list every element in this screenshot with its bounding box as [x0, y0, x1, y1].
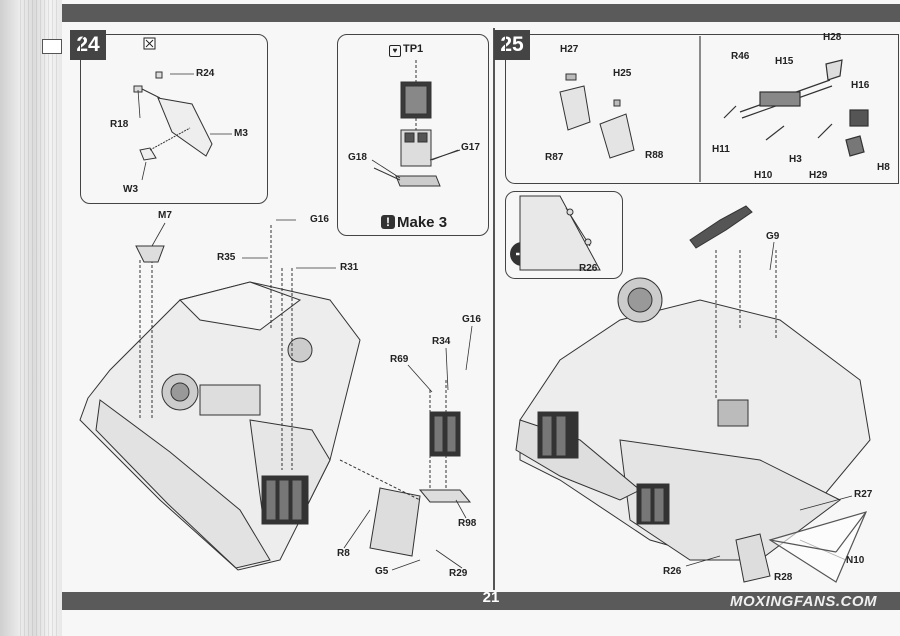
part-label: H27 — [560, 44, 579, 55]
step-divider — [493, 28, 495, 590]
part-label: M7 — [158, 210, 172, 221]
part-label: G16 — [462, 314, 481, 325]
page-number: 21 — [482, 589, 500, 606]
top-bar — [62, 4, 900, 22]
part-label: G9 — [766, 231, 780, 242]
watermark-logo — [768, 511, 868, 583]
part-label: R98 — [458, 518, 477, 529]
part-label: H28 — [823, 32, 842, 43]
part-h15-weapon — [723, 59, 869, 157]
step24-inset-box — [80, 34, 268, 204]
part-label: R27 — [854, 489, 873, 500]
part-label: R31 — [340, 262, 359, 273]
part-label: H16 — [851, 80, 870, 91]
zoom-detail — [519, 195, 601, 271]
part-label: R28 — [774, 572, 793, 583]
part-m3-plate — [133, 71, 213, 161]
part-label: G16 — [310, 214, 329, 225]
make-note: !Make 3 — [381, 214, 447, 231]
tp1-label: ♥TP1 — [389, 43, 423, 57]
x-mark-icon — [143, 37, 156, 50]
step25-inset-box — [505, 34, 899, 184]
book-spine — [0, 0, 62, 636]
part-label: H3 — [789, 154, 802, 165]
part-label: G17 — [461, 142, 480, 153]
part-label: G18 — [348, 152, 367, 163]
part-label: H11 — [712, 144, 730, 155]
part-label: R46 — [731, 51, 750, 62]
part-label: M3 — [234, 128, 248, 139]
part-label: G5 — [375, 566, 389, 577]
watermark: MOXINGFANS.COM — [730, 593, 878, 610]
vehicle-hull-step25 — [515, 205, 871, 583]
part-tp1-ammo-box — [373, 60, 461, 187]
bottom-bar — [62, 592, 900, 610]
part-label: H29 — [809, 170, 828, 181]
part-label: R87 — [545, 152, 564, 163]
part-label: W3 — [123, 184, 138, 195]
leader-lines — [137, 73, 853, 571]
part-label: R34 — [432, 336, 451, 347]
vehicle-hull-step24 — [79, 225, 361, 571]
exclamation-icon: ! — [381, 215, 395, 229]
part-label: N10 — [846, 555, 865, 566]
step25-zoom-box — [505, 191, 623, 279]
part-label: H8 — [877, 162, 890, 173]
page-tab-marker — [42, 39, 62, 54]
part-label: R29 — [449, 568, 468, 579]
part-label: R8 — [337, 548, 350, 559]
part-label: R69 — [390, 354, 409, 365]
part-label: R26 — [579, 263, 598, 274]
heart-icon: ♥ — [389, 45, 401, 57]
part-label: R88 — [645, 150, 664, 161]
part-r87-r88 — [559, 73, 635, 159]
part-r98-rack — [339, 380, 472, 557]
part-label: R26 — [663, 566, 682, 577]
part-label: R24 — [196, 68, 215, 79]
part-label: H10 — [754, 170, 773, 181]
part-label: R35 — [217, 252, 236, 263]
step24-tp-box — [337, 34, 489, 236]
part-label: H25 — [613, 68, 632, 79]
part-label: H15 — [775, 56, 794, 67]
part-label: R18 — [110, 119, 129, 130]
